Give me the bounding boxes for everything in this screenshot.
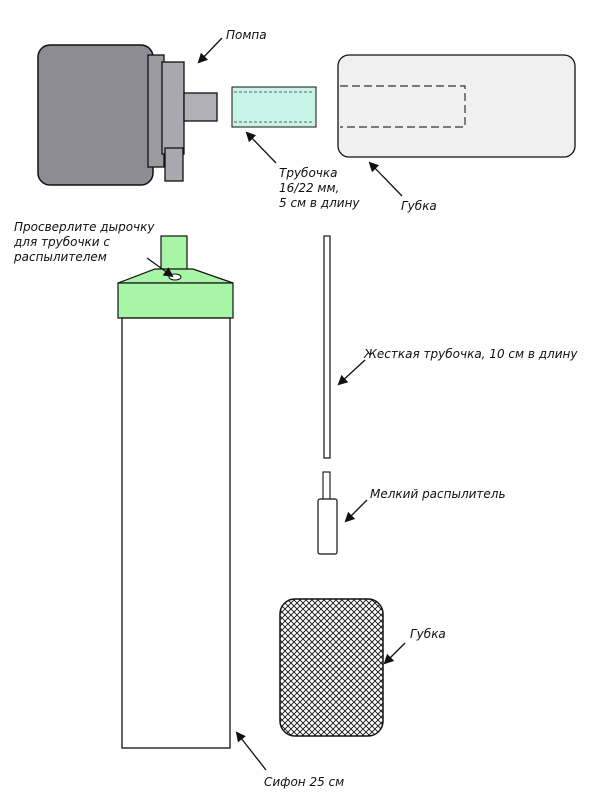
label-tube-line2: 16/22 мм, <box>279 181 340 195</box>
pump <box>37 44 218 186</box>
airstone <box>317 471 338 555</box>
siphon-cap <box>117 282 234 319</box>
arrow-icon <box>235 731 267 771</box>
label-tube-line3: 5 см в длину <box>279 196 360 210</box>
label-siphon: Сифон 25 см <box>264 775 345 789</box>
pump-head <box>161 61 185 155</box>
label-tube: Трубочка 16/22 мм, 5 см в длину <box>279 166 360 211</box>
pump-inlet <box>164 147 184 182</box>
arrow-icon <box>383 642 406 665</box>
siphon-body <box>121 317 231 749</box>
arrow-icon <box>197 37 223 64</box>
label-tube-line1: Трубочка <box>279 166 338 180</box>
label-sponge-bottom: Губка <box>410 627 446 641</box>
label-drill-line2: для трубочки с <box>14 235 110 249</box>
sponge-bottom <box>279 598 384 737</box>
label-rigid-tube: Жесткая трубочка, 10 см в длину <box>364 347 578 361</box>
label-drill: Просверлите дырочку для трубочки с распы… <box>14 220 154 265</box>
label-sponge-top: Губка <box>401 199 437 213</box>
arrow-icon <box>344 499 368 523</box>
label-drill-line3: распылителем <box>14 250 107 264</box>
label-drill-line1: Просверлите дырочку <box>14 220 155 234</box>
arrow-icon <box>245 131 277 164</box>
rigid-tube <box>323 235 331 459</box>
arrow-icon <box>146 257 174 278</box>
short-tube <box>231 86 317 128</box>
label-pump: Помпа <box>226 28 267 42</box>
siphon <box>117 235 234 749</box>
arrows <box>146 37 406 771</box>
label-airstone: Мелкий распылитель <box>370 487 506 501</box>
arrow-icon <box>368 161 403 197</box>
sponge-top <box>337 54 576 158</box>
pump-body <box>37 44 154 186</box>
pump-outlet <box>183 92 218 122</box>
arrow-icon <box>337 359 366 386</box>
